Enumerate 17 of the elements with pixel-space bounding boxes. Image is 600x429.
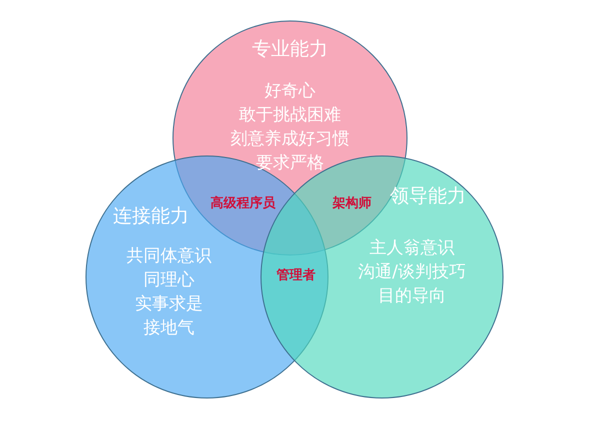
circle-heading: 连接能力 xyxy=(113,205,189,227)
overlap-label: 架构师 xyxy=(332,195,372,212)
overlap-label: 管理者 xyxy=(276,267,316,284)
overlap-label: 高级程序员 xyxy=(210,194,276,212)
circle-heading: 领导能力 xyxy=(390,185,466,207)
trait-text: 敢于挑战困难 xyxy=(239,104,341,126)
trait-text: 共同体意识 xyxy=(126,245,212,267)
trait-text: 要求严格 xyxy=(256,152,324,174)
trait-text: 沟通/谈判技巧 xyxy=(358,261,466,283)
trait-text: 实事求是 xyxy=(135,293,203,315)
trait-text: 好奇心 xyxy=(264,80,316,102)
trait-text: 同理心 xyxy=(144,269,194,291)
trait-text: 主人翁意识 xyxy=(370,237,454,259)
circle-heading: 专业能力 xyxy=(252,38,328,60)
trait-text: 刻意养成好习惯 xyxy=(230,128,350,150)
trait-text: 目的导向 xyxy=(378,285,446,307)
trait-text: 接地气 xyxy=(144,317,194,339)
